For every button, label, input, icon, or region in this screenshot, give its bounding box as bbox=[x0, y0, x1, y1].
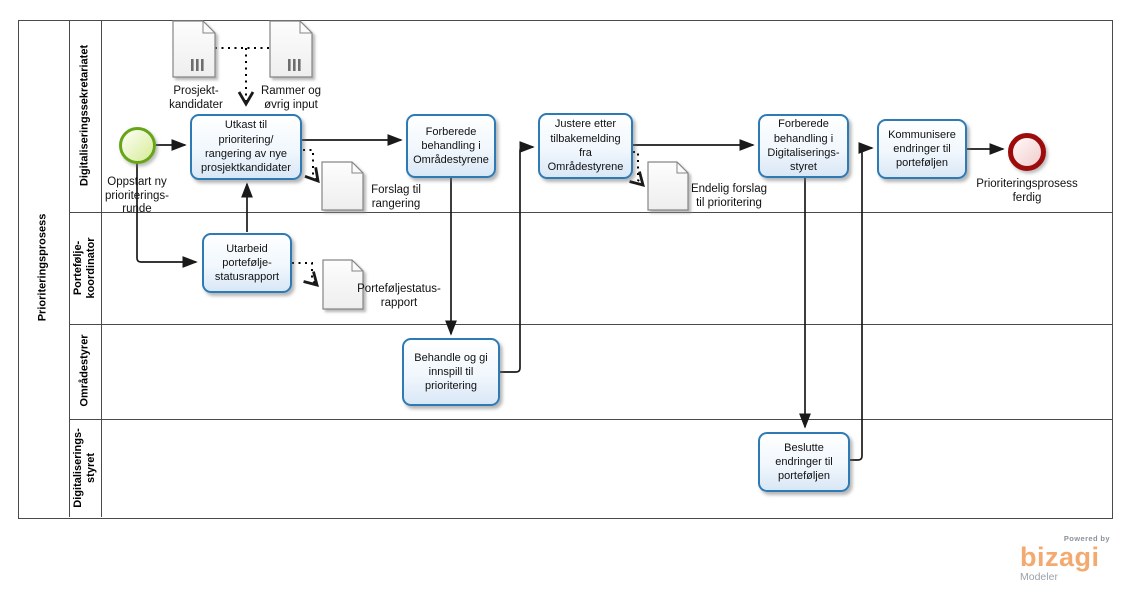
end-event-label: Prioriteringsprosess ferdig bbox=[976, 178, 1078, 204]
document-rammer bbox=[269, 20, 313, 78]
document-fold-icon bbox=[676, 162, 688, 174]
document-lines-icon bbox=[191, 59, 301, 71]
task-kommunisere-endringer: Kommunisere endringer til porteføljen bbox=[877, 119, 967, 179]
document-label-rammer: Rammer og øvrig input bbox=[260, 85, 322, 111]
association-justere-to-endelig bbox=[629, 151, 645, 187]
lane-divider-1 bbox=[69, 212, 1112, 213]
modeler-text: Modeler bbox=[1020, 571, 1058, 583]
pool-title-divider bbox=[69, 20, 70, 517]
lane-divider-2 bbox=[69, 324, 1112, 325]
flow-behandle-to-justere bbox=[500, 141, 535, 373]
document-fold-icon bbox=[351, 162, 363, 174]
start-event-label: Oppstart ny prioriterings- runde bbox=[105, 176, 169, 216]
document-fold-icon bbox=[351, 260, 363, 272]
bizagi-logo: bizagi bbox=[1020, 542, 1100, 572]
pool-border bbox=[18, 20, 1113, 519]
document-label-portefoljestatus: Porteføljestatus- rapport bbox=[357, 283, 441, 309]
document-label-forslag: Forslag til rangering bbox=[371, 184, 421, 210]
powered-by-text: Powered by bbox=[1063, 534, 1110, 543]
document-label-endelig: Endelig forslag til prioritering bbox=[690, 183, 768, 209]
task-beslutte-endringer: Beslutte endringer til porteføljen bbox=[758, 432, 850, 492]
task-justere-etter-tilbakemelding: Justere etter tilbakemelding fra Områdes… bbox=[538, 113, 633, 179]
task-forberede-behandling-digitaliseringsstyret: Forberede behandling i Digitaliserings- … bbox=[758, 114, 849, 178]
bizagi-branding: Powered by bizagi Modeler bbox=[1020, 534, 1110, 583]
document-fold-icon bbox=[299, 21, 312, 34]
lane-divider-3 bbox=[69, 419, 1112, 420]
task-utarbeid-portefoljestatusrapport: Utarbeid portefølje- statusrapport bbox=[202, 233, 292, 293]
document-fold-icon bbox=[202, 21, 215, 34]
document-label-prosjektkandidater: Prosjekt- kandidater bbox=[169, 85, 223, 111]
association-utkast-to-forslag bbox=[303, 149, 320, 184]
flow-beslutte-to-kommunisere bbox=[850, 142, 874, 461]
document-endelig bbox=[647, 161, 689, 211]
flow-start-to-utarbeid bbox=[136, 163, 198, 268]
task-behandle-og-gi-innspill: Behandle og gi innspill til prioritering bbox=[402, 338, 500, 406]
document-prosjektkandidater bbox=[172, 20, 216, 78]
document-portefoljestatus bbox=[322, 259, 364, 310]
task-forberede-behandling-omradestyrene: Forberede behandling i Områdestyrene bbox=[406, 114, 496, 178]
start-event bbox=[119, 127, 156, 164]
lane-title-divider bbox=[101, 20, 102, 517]
association-utarbeid-to-portefoljestatus bbox=[292, 262, 319, 287]
end-event bbox=[1008, 133, 1046, 171]
document-forslag bbox=[321, 161, 364, 211]
task-utkast-til-prioritering: Utkast til prioritering/ rangering av ny… bbox=[190, 114, 302, 180]
